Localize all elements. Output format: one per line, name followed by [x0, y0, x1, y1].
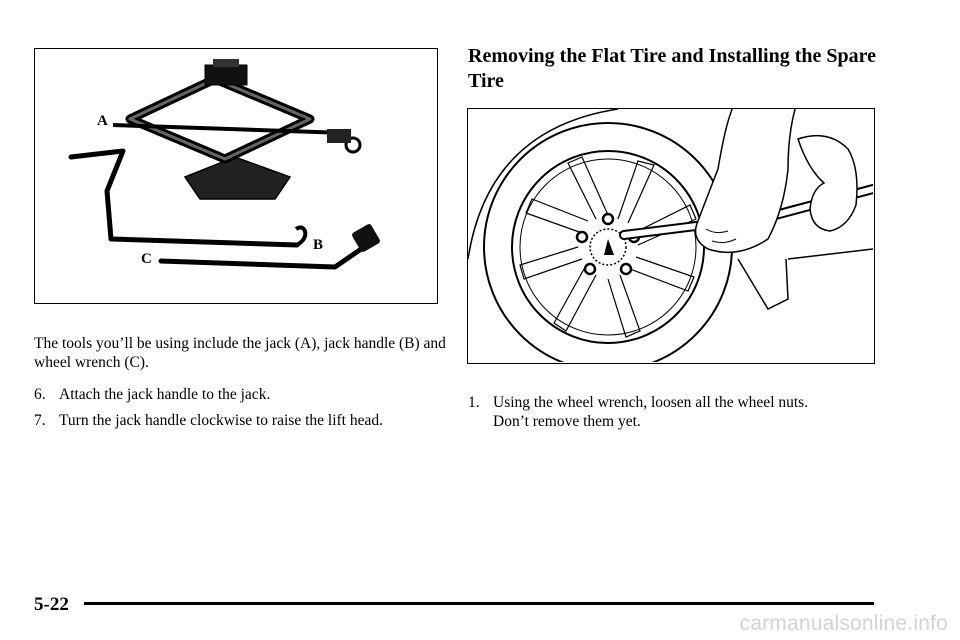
step-number: 6.	[34, 386, 46, 403]
jack-tools-illustration: A B C	[68, 59, 380, 270]
step-text: Attach the jack handle to the jack.	[59, 386, 271, 403]
step-text-line-2: Don’t remove them yet.	[493, 413, 641, 430]
jack-base	[183, 156, 292, 200]
step-number: 1.	[468, 394, 480, 411]
step-7: 7. Turn the jack handle clockwise to rai…	[34, 411, 454, 431]
page-number: 5-22	[34, 594, 69, 615]
step-text-line-1: Using the wheel wrench, loosen all the w…	[493, 394, 809, 411]
step-number: 7.	[34, 412, 46, 429]
jack-lift-head	[204, 64, 248, 86]
wheel-wrench-socket	[352, 224, 380, 252]
fender-arch	[468, 109, 619, 260]
wheel-wrench	[158, 242, 370, 270]
wheel-loosening-illustration	[468, 109, 873, 362]
jack-handle-hook	[294, 225, 308, 247]
jack-handle	[68, 148, 300, 248]
right-hand	[797, 134, 858, 232]
jack-tools-figure: A B C	[34, 48, 438, 304]
label-a: A	[97, 113, 108, 129]
jack-scissor-arms	[125, 74, 315, 164]
footer-rule	[84, 602, 874, 605]
step-1: 1. Using the wheel wrench, loosen all th…	[468, 393, 898, 433]
tools-caption: The tools you’ll be using include the ja…	[34, 335, 446, 371]
hub-logo-icon	[604, 239, 614, 255]
label-c: C	[141, 251, 152, 267]
left-hand	[694, 109, 796, 254]
step-6: 6. Attach the jack handle to the jack.	[34, 385, 454, 405]
wheel-wrench-figure	[467, 108, 875, 364]
step-text: Turn the jack handle clockwise to raise …	[59, 412, 383, 429]
section-heading: Removing the Flat Tire and Installing th…	[468, 45, 877, 92]
label-b: B	[313, 237, 323, 253]
suspension	[737, 258, 789, 310]
jack-screw	[112, 123, 346, 135]
watermark: carmanualsonline.info	[739, 612, 948, 635]
